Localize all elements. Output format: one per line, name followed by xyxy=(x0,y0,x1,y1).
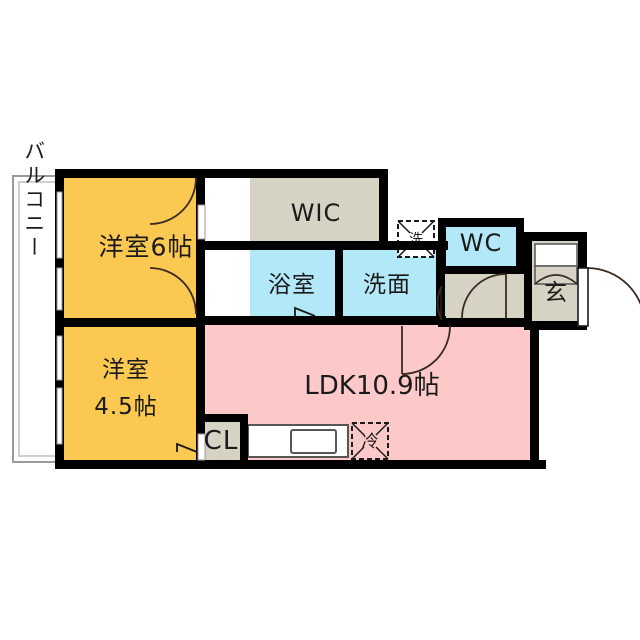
refrigerator-fixture: 冷 xyxy=(351,422,389,460)
closet-label: CL xyxy=(204,426,239,456)
washbasin-label: 洗面 xyxy=(363,272,411,298)
refrigerator-corner-3 xyxy=(351,446,365,460)
room-6jo-label: 洋室6帖 xyxy=(99,233,194,262)
window-6jo xyxy=(56,191,63,259)
room-45jo-label-line1: 洋室 xyxy=(102,357,150,383)
wall-wet-area-bottom xyxy=(196,316,446,325)
wall-between-bedrooms xyxy=(55,318,205,327)
wall-washer-bottom xyxy=(388,241,448,250)
window-45jo xyxy=(56,335,63,381)
wall-ldk-right xyxy=(530,321,539,469)
balcony-label: バルコニー xyxy=(22,140,46,260)
sliding-mark-bathroom xyxy=(294,306,316,317)
washbasin-fill xyxy=(343,250,439,320)
kitchen-counter xyxy=(247,424,349,458)
shoe-cabinet-top xyxy=(534,243,578,267)
room-45jo-fill xyxy=(62,323,202,462)
refrigerator-corner-4 xyxy=(375,446,389,460)
door-swings xyxy=(149,177,640,375)
entrance-label: 玄 xyxy=(544,280,568,306)
refrigerator-label: 冷 xyxy=(362,432,379,452)
wall-entrance-left xyxy=(524,232,532,329)
door-opening-6jo-wic xyxy=(197,204,206,240)
door-arc-6jo-lower xyxy=(149,267,197,315)
wall-closet-top xyxy=(196,414,248,422)
wall-wc-bottom xyxy=(438,266,524,274)
window-45jo-lower xyxy=(56,387,63,445)
shoe-cabinet-arc xyxy=(534,274,578,285)
wc-label: WC xyxy=(460,229,503,257)
wall-top-left xyxy=(55,169,388,178)
door-arc-hallway-ldk xyxy=(401,325,451,375)
wall-bath-washbasin xyxy=(335,250,343,320)
room-labels: 洋室6帖 洋室 4.5帖 WIC 浴室 洗面 WC 玄 LDK10.9帖 CL xyxy=(94,199,568,456)
wall-wc-right xyxy=(516,218,524,273)
refrigerator-box xyxy=(351,422,389,460)
door-opening-45jo-ldk xyxy=(197,433,206,461)
bathroom-label: 浴室 xyxy=(268,272,316,298)
door-arc-entrance xyxy=(586,267,640,305)
wall-closet-right xyxy=(240,414,248,469)
wc-fill xyxy=(443,227,519,272)
wall-wic-bottom xyxy=(196,241,388,250)
refrigerator-corner-2 xyxy=(375,422,389,436)
ldk-label: LDK10.9帖 xyxy=(304,371,439,401)
wall-entrance-right-upper xyxy=(578,232,587,268)
wic-fill xyxy=(250,176,381,246)
wall-wc-left xyxy=(438,218,446,273)
wic-label: WIC xyxy=(291,199,342,227)
sliding-mark-45jo xyxy=(176,442,198,453)
room-6jo-fill xyxy=(62,176,202,323)
walls xyxy=(55,169,587,469)
door-leaf-entrance xyxy=(577,267,589,327)
door-arc-wc xyxy=(461,273,507,319)
wall-wc-top xyxy=(438,218,524,227)
sliding-door-marks xyxy=(176,306,316,453)
washing-machine-fixture: 洗 xyxy=(397,220,435,258)
closet-fill xyxy=(200,419,244,462)
washer-corner-1 xyxy=(397,220,411,234)
window-6jo-lower xyxy=(56,267,63,311)
wall-entrance-bottom xyxy=(524,321,587,330)
refrigerator-corner-1 xyxy=(351,422,365,436)
wall-hallway-bottom xyxy=(438,318,528,327)
door-arc-6jo-upper xyxy=(149,177,197,225)
windows xyxy=(56,191,206,461)
washer-corner-2 xyxy=(421,220,435,234)
kitchen-sink xyxy=(290,429,337,454)
bathroom-fill xyxy=(250,250,335,320)
room-45jo-label-line2: 4.5帖 xyxy=(94,394,158,420)
wall-wic-right xyxy=(379,169,388,249)
wall-entrance-top xyxy=(524,232,586,241)
wall-bottom-exterior xyxy=(55,460,546,469)
shoe-cabinet xyxy=(534,243,578,285)
